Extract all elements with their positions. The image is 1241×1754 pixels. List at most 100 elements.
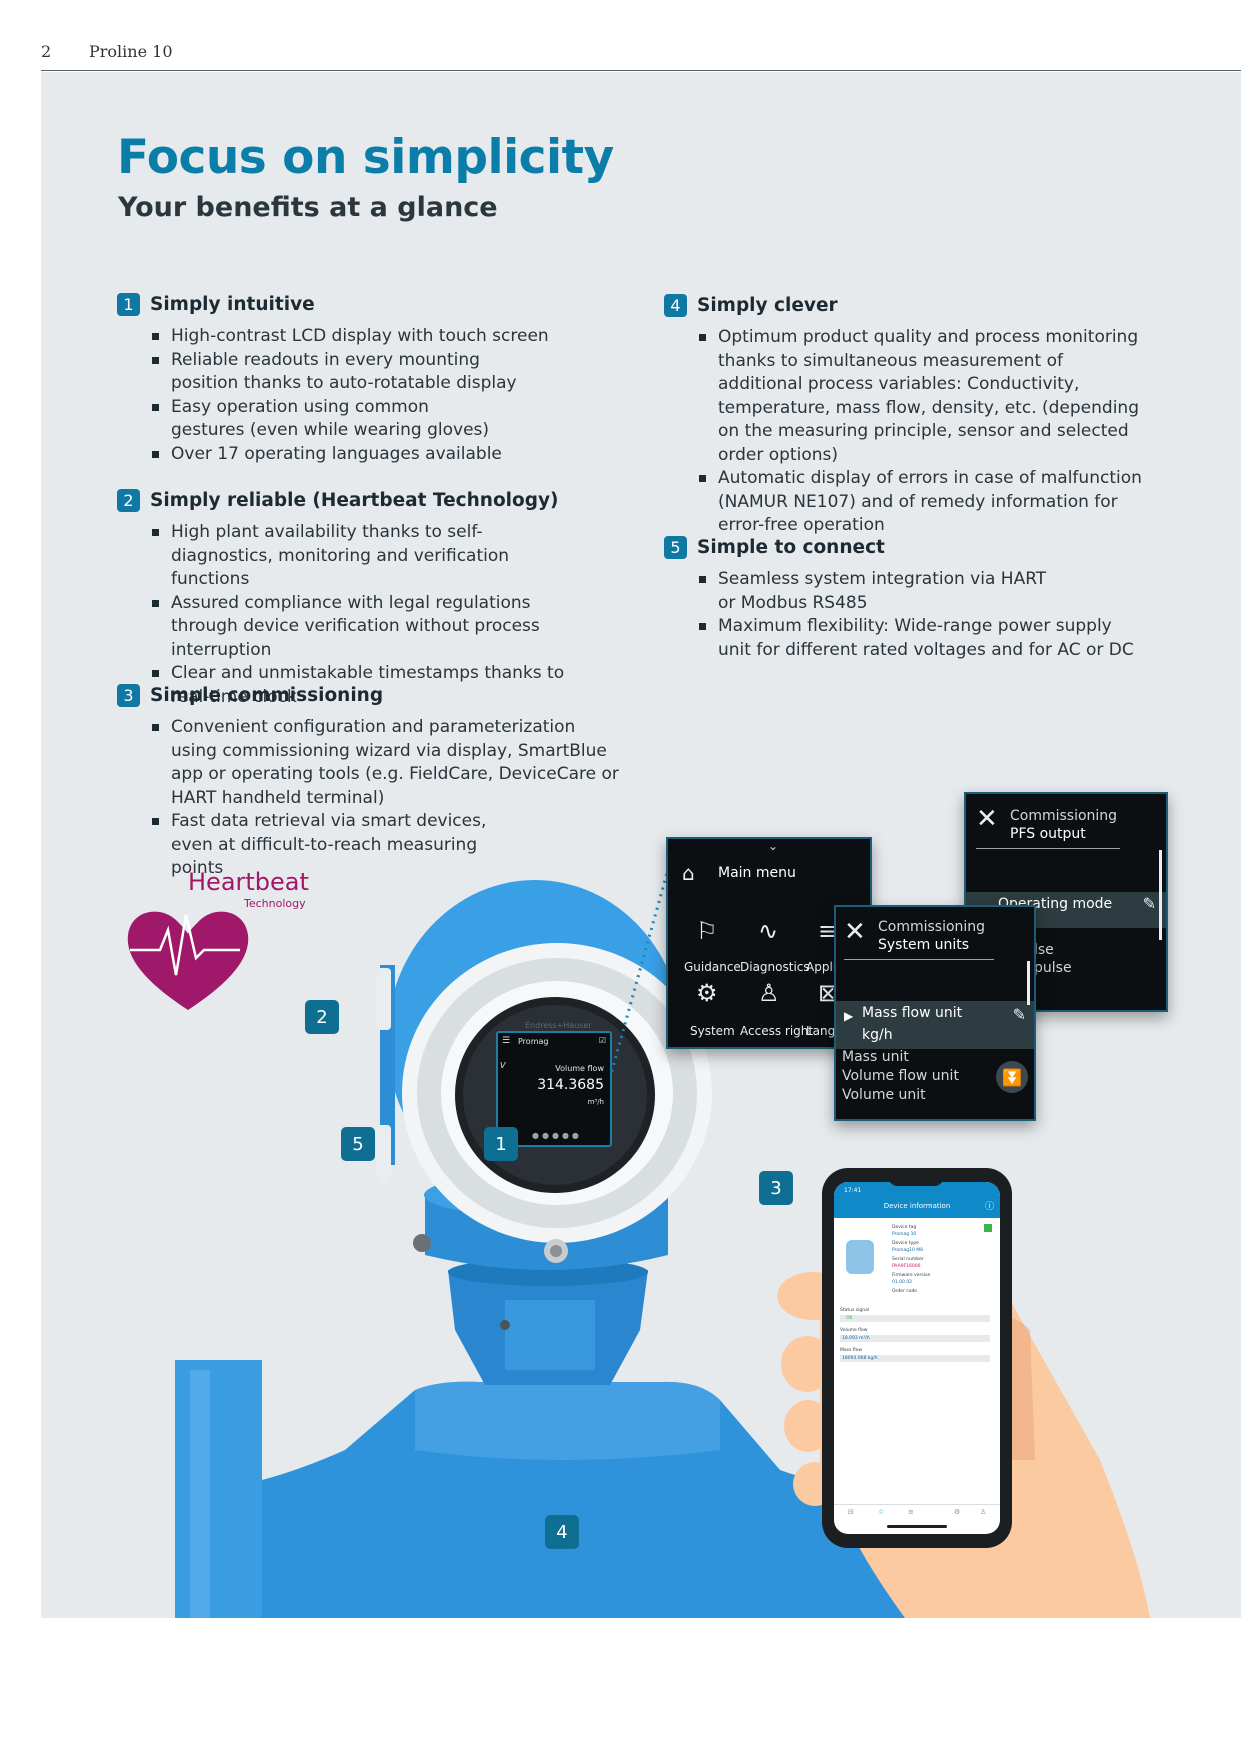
field-label: Serial number xyxy=(892,1257,924,1262)
screen-title: PFS output xyxy=(1010,826,1086,842)
smartblue-app-screen: 17:41 Device information ⓘ Device tag Pr… xyxy=(834,1182,1000,1534)
list-item: Automatic display of errors in case of m… xyxy=(698,467,1148,538)
nav-user-icon[interactable]: ♙ xyxy=(980,1508,987,1516)
list-item: High plant availability thanks to self-d… xyxy=(151,521,581,592)
callout-4: 4 xyxy=(545,1515,579,1549)
gear-icon[interactable]: ⚙ xyxy=(696,979,718,1007)
field-label: Order code xyxy=(892,1289,918,1294)
field-label: Status signal xyxy=(840,1308,870,1313)
home-indicator[interactable] xyxy=(887,1525,947,1528)
chevron-down-icon[interactable]: ⌄ xyxy=(768,839,779,853)
pfs-output-screen: ✕ Commissioning PFS output Operating mod… xyxy=(964,792,1168,1012)
list-item: Maximum flexibility: Wide-range power su… xyxy=(698,615,1148,662)
field-value: Promag10 M8 xyxy=(892,1248,924,1253)
field-label: Device tag xyxy=(892,1225,917,1230)
list-item: Convenient configuration and parameteriz… xyxy=(151,716,621,810)
list-item: Fast data retrieval via smart devices, e… xyxy=(151,810,521,881)
app-header xyxy=(834,1182,1000,1218)
list-item[interactable]: Volume unit xyxy=(842,1087,926,1103)
nav-home-icon[interactable]: ⊟ xyxy=(848,1508,854,1516)
page-subtitle: Your benefits at a glance xyxy=(118,192,498,223)
section-simply-clever: 4 Simply clever Optimum product quality … xyxy=(664,292,1184,538)
scrollbar[interactable] xyxy=(1159,850,1162,940)
field-value: 18.093 m³/h xyxy=(842,1336,870,1341)
screen-title: System units xyxy=(878,937,970,953)
edit-pencil-icon[interactable]: ✎ xyxy=(1142,894,1156,913)
section-number-badge: 1 xyxy=(117,292,140,316)
nav-favorite-icon[interactable]: ☆ xyxy=(878,1508,885,1516)
menu-item-language[interactable]: Lang xyxy=(806,1024,836,1038)
status-time: 17:41 xyxy=(844,1187,862,1194)
section-simple-commissioning: 3 Simple commissioning Convenient config… xyxy=(117,682,677,881)
main-menu-title: Main menu xyxy=(718,865,796,881)
checkbox-icon: ☑ xyxy=(598,1036,606,1045)
home-icon[interactable]: ⌂ xyxy=(682,861,695,885)
menu-item-guidance[interactable]: Guidance xyxy=(684,960,741,974)
list-item: Easy operation using common gestures (ev… xyxy=(151,396,501,443)
lcd-measure-label: Volume flow xyxy=(555,1064,604,1073)
section-simply-reliable: 2 Simply reliable (Heartbeat Technology)… xyxy=(117,487,657,709)
field-label: Device type xyxy=(892,1241,919,1246)
field-value: Promag 10 xyxy=(892,1232,917,1237)
heart-icon xyxy=(127,911,249,1010)
list-item: Optimum product quality and process moni… xyxy=(698,326,1148,467)
list-item: Clear and unmistakable timestamps thanks… xyxy=(151,662,591,709)
close-icon[interactable]: ✕ xyxy=(976,804,998,834)
edit-pencil-icon[interactable]: ✎ xyxy=(1012,1005,1026,1024)
close-icon[interactable]: ✕ xyxy=(844,917,866,947)
scrollbar[interactable] xyxy=(1027,961,1030,1005)
signpost-icon[interactable]: ⚐ xyxy=(696,917,718,945)
menu-item-application[interactable]: Appli xyxy=(806,960,837,974)
status-ok-icon xyxy=(984,1224,992,1232)
list-item[interactable]: pulse xyxy=(1034,960,1072,976)
list-item: Seamless system integration via HART or … xyxy=(698,568,1058,615)
nav-menu-icon[interactable]: ≡ xyxy=(908,1508,914,1516)
lcd-value: 314.3685 xyxy=(537,1077,604,1093)
list-item: Reliable readouts in every mounting posi… xyxy=(151,349,531,396)
screen-breadcrumb: Commissioning xyxy=(878,919,986,935)
system-units-screen: ✕ Commissioning System units ▶ Mass flow… xyxy=(834,905,1036,1121)
sliders-icon[interactable]: ≡ xyxy=(818,917,839,945)
callout-5: 5 xyxy=(341,1127,375,1161)
section-number-badge: 5 xyxy=(664,535,687,559)
list-item-mass-flow-unit[interactable] xyxy=(836,1001,1034,1049)
callout-2: 2 xyxy=(305,1000,339,1034)
field-value: OK xyxy=(846,1316,853,1321)
list-item[interactable]: Mass unit xyxy=(842,1049,909,1065)
language-icon[interactable]: ⊠ xyxy=(818,979,839,1007)
field-value: 18093.068 kg/h xyxy=(842,1356,878,1361)
section-title: Simple to connect xyxy=(697,536,885,558)
phone-notch xyxy=(888,1174,944,1186)
menu-item-access-rights[interactable]: Access right xyxy=(740,1024,814,1038)
cable-gland-bottom xyxy=(377,1125,391,1183)
play-arrow-icon: ▶ xyxy=(844,1009,854,1023)
section-number-badge: 2 xyxy=(117,488,140,512)
section-number-badge: 4 xyxy=(664,293,687,317)
section-simply-intuitive: 1 Simply intuitive High-contrast LCD dis… xyxy=(117,291,657,466)
flow-symbol-icon: V xyxy=(500,1061,506,1070)
field-label: Firmware version xyxy=(892,1273,931,1278)
menu-item-diagnostics[interactable]: Diagnostics xyxy=(740,960,810,974)
pulse-icon[interactable]: ∿ xyxy=(758,917,779,945)
page-dots-icon: ●●●●● xyxy=(532,1131,582,1140)
user-icon[interactable]: ♙ xyxy=(758,979,780,1007)
menu-item-system[interactable]: System xyxy=(690,1024,735,1038)
device-thumbnail xyxy=(846,1240,874,1274)
app-title: Device information xyxy=(883,1202,951,1210)
list-item: Assured compliance with legal regulation… xyxy=(151,592,591,663)
list-item[interactable]: lse xyxy=(1034,942,1054,958)
list-item[interactable]: Volume flow unit xyxy=(842,1068,959,1084)
callout-3: 3 xyxy=(759,1171,793,1205)
nav-settings-icon[interactable]: ⚙ xyxy=(954,1508,961,1516)
section-number-badge: 3 xyxy=(117,683,140,707)
screen-breadcrumb: Commissioning xyxy=(1010,808,1118,824)
field-value: PAA9F16000 xyxy=(892,1264,921,1269)
selected-item-value: kg/h xyxy=(862,1027,893,1043)
list-item: High-contrast LCD display with touch scr… xyxy=(151,325,657,349)
page-header: 2 Proline 10 xyxy=(41,38,1241,71)
scroll-down-double-chevron-icon[interactable]: ⏬ xyxy=(996,1061,1028,1093)
help-icon[interactable]: ⓘ xyxy=(984,1202,994,1212)
heartbeat-logo-text: Heartbeat xyxy=(188,868,309,896)
flowmeter-pipe xyxy=(175,1360,980,1618)
page-title: Focus on simplicity xyxy=(117,130,614,185)
